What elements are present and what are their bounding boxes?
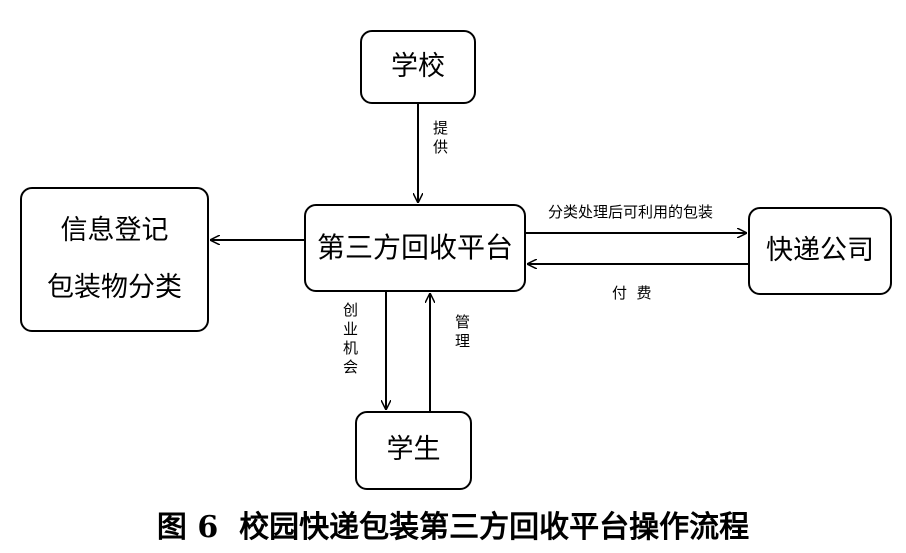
edge-label-startup-opportunity: 创业机会 <box>341 302 359 378</box>
node-info-line1: 信息登记 <box>60 215 169 247</box>
node-info-registration: 信息登记 包装物分类 <box>20 187 209 332</box>
node-courier-label: 快递公司 <box>766 234 874 266</box>
node-school: 学校 <box>360 30 476 104</box>
edge-label-reusable-packaging: 分类处理后可利用的包装 <box>548 203 714 221</box>
node-student-label: 学生 <box>386 434 441 466</box>
edge-label-provide: 提供 <box>431 120 449 158</box>
node-info-line2: 包装物分类 <box>47 271 182 303</box>
figure-caption: 图 6 校园快递包装第三方回收平台操作流程 <box>156 510 750 545</box>
node-platform: 第三方回收平台 <box>304 204 526 292</box>
node-courier: 快递公司 <box>748 207 892 295</box>
edge-label-management: 管理 <box>453 314 471 352</box>
edge-label-payment: 付 费 <box>612 284 652 302</box>
node-student: 学生 <box>355 411 472 490</box>
node-platform-label: 第三方回收平台 <box>316 231 513 265</box>
node-school-label: 学校 <box>391 50 445 82</box>
